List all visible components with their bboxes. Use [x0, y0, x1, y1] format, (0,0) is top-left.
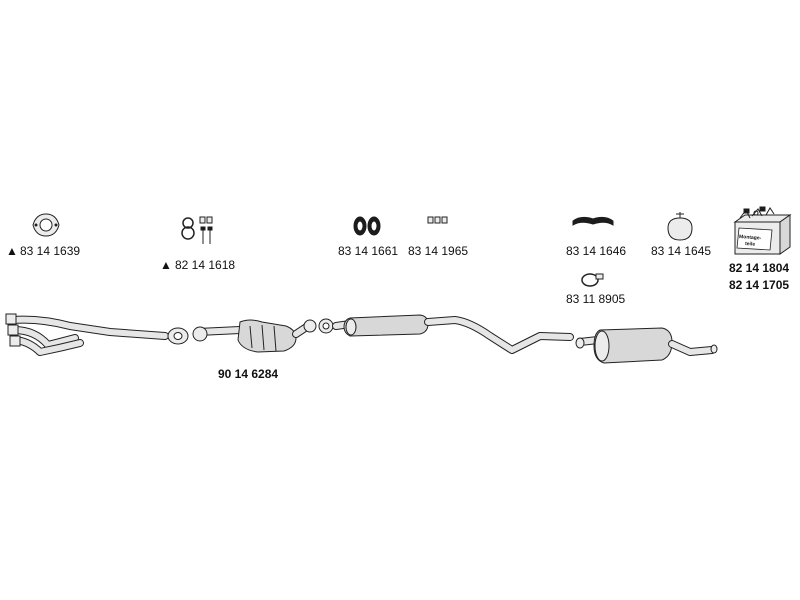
kit-box-label-line-1: Montage-	[739, 234, 762, 242]
front-pipe-part	[5, 313, 189, 356]
catalytic-converter-part	[192, 319, 312, 353]
triangle-marker-icon: ▲	[160, 258, 172, 272]
rear-silencer-part	[575, 327, 718, 364]
middle-silencer-part	[332, 314, 574, 354]
rubber-mounts-part	[353, 216, 381, 236]
part-number-clamp: 83 11 8905	[566, 292, 625, 306]
part-number-flange-gasket: 83 14 1639	[20, 244, 80, 258]
part-number-mounting-kit-b: 82 14 1705	[729, 278, 789, 292]
flange-connector-part	[303, 318, 334, 334]
clamp-kit-part	[181, 216, 213, 244]
clamp-part	[581, 273, 604, 287]
bolt-set-part	[427, 216, 448, 224]
part-number-clamp-kit: 82 14 1618	[175, 258, 235, 272]
part-number-catalytic-converter: 90 14 6284	[218, 367, 278, 381]
part-number-bolt-set: 83 14 1965	[408, 244, 468, 258]
flange-gasket-part	[32, 213, 60, 237]
mounting-kit-box-icon: Montage- teile	[733, 206, 792, 255]
part-number-hanger-strap: 83 14 1646	[566, 244, 626, 258]
triangle-marker-icon: ▲	[6, 244, 18, 258]
kit-box-label-line-2: teile	[745, 241, 756, 248]
part-number-mounting-kit-a: 82 14 1804	[729, 261, 789, 275]
part-number-hanger-ring: 83 14 1645	[651, 244, 711, 258]
hanger-strap-part	[572, 216, 614, 226]
part-number-rubber-mounts: 83 14 1661	[338, 244, 398, 258]
hanger-ring-part	[667, 212, 693, 241]
